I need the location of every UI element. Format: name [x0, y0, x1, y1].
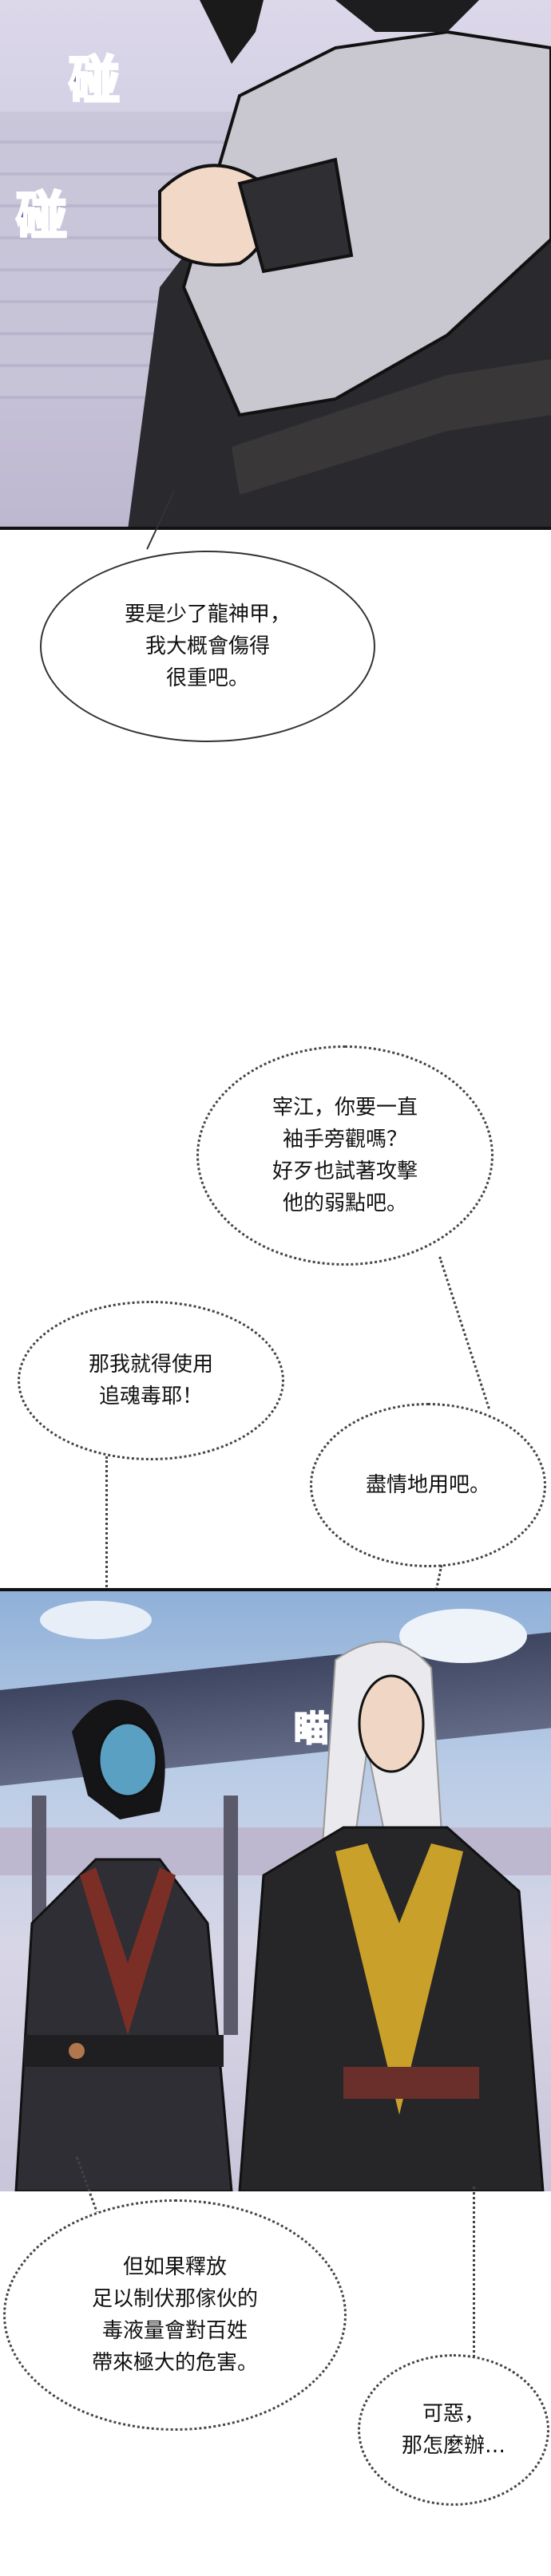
bubble-tail [473, 2187, 475, 2362]
speech-bubble-4: 盡情地用吧。 [310, 1403, 546, 1567]
bubble-tail [438, 1256, 490, 1409]
speech-bubble-3-text: 那我就得使用 追魂毒耶！ [88, 1353, 213, 1409]
robed-figure-illustration [128, 0, 551, 530]
speech-bubble-5-text: 但如果釋放 足以制伏那傢伙的 毒液量會對百姓 帶來極大的危害。 [91, 2255, 258, 2375]
speech-bubble-2: 宰江，你要一直 袖手旁觀嗎？ 好歹也試著攻擊 他的弱點吧。 [196, 1045, 494, 1266]
speech-bubble-5: 但如果釋放 足以制伏那傢伙的 毒液量會對百姓 帶來極大的危害。 [3, 2199, 347, 2431]
sound-effect-2: 碰 [15, 186, 69, 248]
comic-panel-2: 瞄 [0, 1588, 551, 2191]
panel-border [0, 1588, 551, 1591]
speech-bubble-4-text: 盡情地用吧。 [365, 1473, 490, 1497]
speech-bubble-6: 可惡， 那怎麼辦… [358, 2354, 549, 2506]
speech-bubble-1: 要是少了龍神甲， 我大概會傷得 很重吧。 [40, 551, 375, 742]
sound-effect-3: 瞄 [293, 1708, 330, 1750]
panel-border [0, 527, 551, 530]
speech-bubble-1-text: 要是少了龍神甲， 我大概會傷得 很重吧。 [124, 603, 291, 690]
speech-bubble-2-text: 宰江，你要一直 袖手旁觀嗎？ 好歹也試著攻擊 他的弱點吧。 [272, 1096, 418, 1215]
comic-panel-1: 碰 碰 [0, 0, 551, 530]
speech-bubble-3: 那我就得使用 追魂毒耶！ [18, 1301, 284, 1460]
two-figures-illustration [0, 1601, 551, 2191]
sound-effect-1: 碰 [68, 50, 121, 113]
bubble-tail [105, 1456, 108, 1664]
speech-bubble-6-text: 可惡， 那怎麼辦… [401, 2402, 505, 2458]
